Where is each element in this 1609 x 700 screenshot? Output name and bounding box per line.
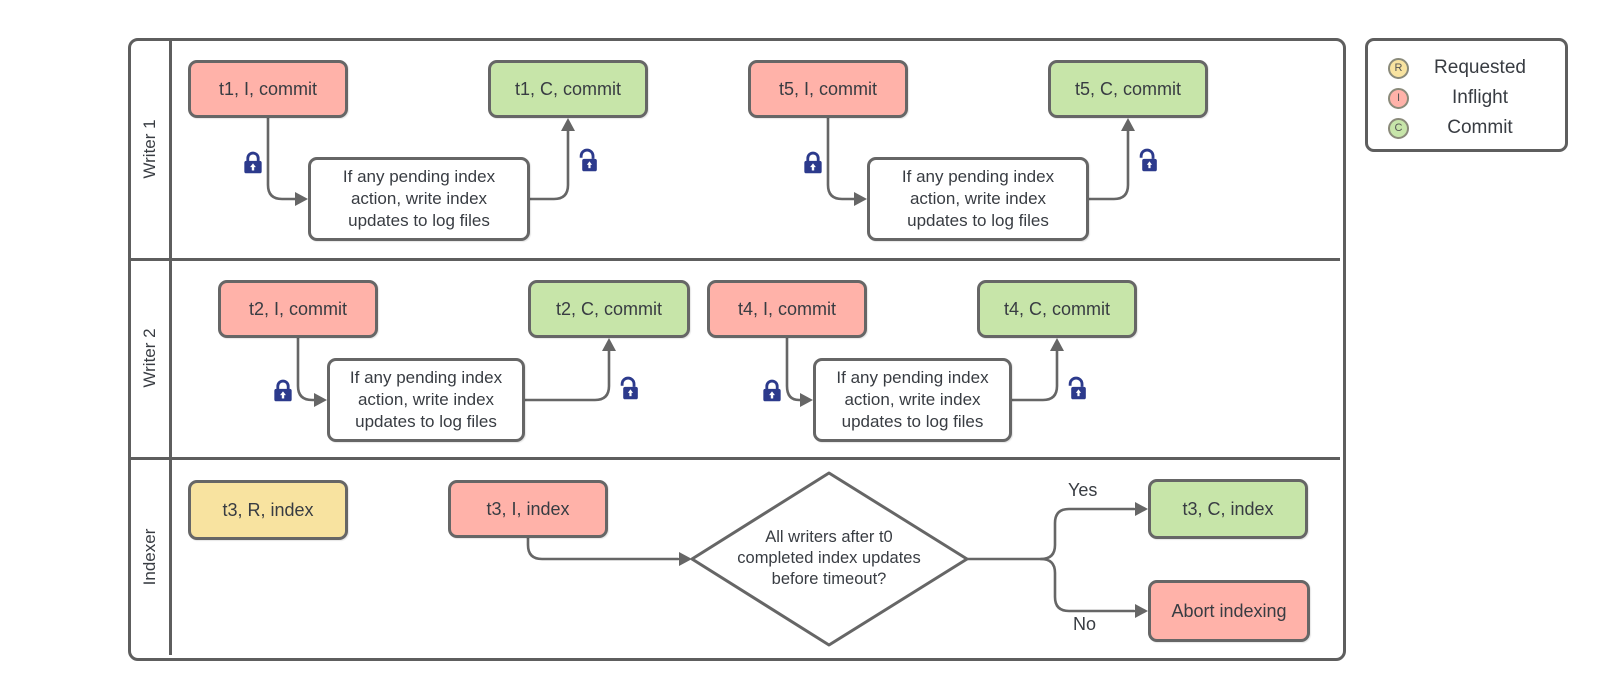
commit-status-icon: C [1388, 117, 1409, 139]
lane-divider-1 [128, 258, 1340, 261]
connector [1010, 349, 1059, 402]
connector [785, 336, 802, 402]
node-t5-inflight: t5, I, commit [748, 60, 908, 118]
node-t3-commit: t3, C, index [1148, 479, 1308, 539]
decision-line-2: completed index updates [737, 549, 921, 568]
requested-status-icon: R [1388, 57, 1409, 79]
arrowhead [1121, 118, 1135, 131]
legend-row-requested: R Requested [1388, 53, 1551, 83]
connector [523, 349, 611, 402]
node-t4-commit: t4, C, commit [977, 280, 1137, 338]
lock-closed-icon [240, 150, 266, 176]
legend-row-inflight: I Inflight [1388, 83, 1551, 113]
arrowhead [854, 192, 867, 206]
lock-closed-icon [759, 378, 785, 404]
connector [1087, 129, 1130, 201]
node-t4-inflight: t4, I, commit [707, 280, 867, 338]
decision-line-1: All writers after t0 [765, 528, 893, 546]
connector [528, 129, 570, 201]
lock-open-icon [1133, 148, 1159, 174]
node-abort-indexing: Abort indexing [1148, 580, 1310, 642]
connector [965, 507, 1136, 561]
lock-closed-icon [270, 378, 296, 404]
arrowhead [561, 118, 575, 131]
arrowhead [1050, 338, 1064, 351]
lock-open-icon [1062, 376, 1088, 402]
connector [296, 336, 316, 402]
arrowhead [314, 393, 327, 407]
arrowhead [800, 393, 813, 407]
connector [826, 116, 856, 201]
connector [526, 536, 680, 561]
arrowhead [679, 552, 692, 566]
node-t1-commit: t1, C, commit [488, 60, 648, 118]
arrowhead [295, 192, 308, 206]
lock-closed-icon [800, 150, 826, 176]
node-process-note-2: If any pending index action, write index… [867, 157, 1089, 241]
branch-label-yes: Yes [1068, 480, 1098, 500]
legend-label: Requested [1434, 57, 1526, 78]
legend: R Requested I Inflight C Commit [1365, 38, 1568, 152]
node-t3-requested: t3, R, index [188, 480, 348, 540]
lock-open-icon [573, 148, 599, 174]
node-process-note-3: If any pending index action, write index… [327, 358, 525, 442]
node-t1-inflight: t1, I, commit [188, 60, 348, 118]
decision-text: All writers after t0 completed index upd… [704, 527, 954, 590]
inflight-status-icon: I [1388, 87, 1409, 109]
connector [1039, 557, 1136, 613]
node-process-note-1: If any pending index action, write index… [308, 157, 530, 241]
node-t5-commit: t5, C, commit [1048, 60, 1208, 118]
node-process-note-4: If any pending index action, write index… [813, 358, 1012, 442]
node-t2-inflight: t2, I, commit [218, 280, 378, 338]
swimlane-pool [128, 38, 1346, 661]
lane-header-divider [169, 38, 172, 655]
arrowhead [602, 338, 616, 351]
decision-line-3: before timeout? [771, 570, 887, 589]
node-t2-commit: t2, C, commit [528, 280, 690, 338]
legend-label: Commit [1447, 117, 1513, 138]
arrowhead [1135, 604, 1148, 618]
decision-diamond [690, 471, 969, 647]
lock-open-icon [614, 376, 640, 402]
arrowhead [1135, 502, 1148, 516]
connector [266, 116, 297, 201]
node-t3-inflight: t3, I, index [448, 480, 608, 538]
legend-row-commit: C Commit [1388, 113, 1551, 143]
lane-divider-2 [128, 457, 1340, 460]
branch-label-no: No [1073, 614, 1097, 634]
legend-label: Inflight [1452, 87, 1508, 108]
